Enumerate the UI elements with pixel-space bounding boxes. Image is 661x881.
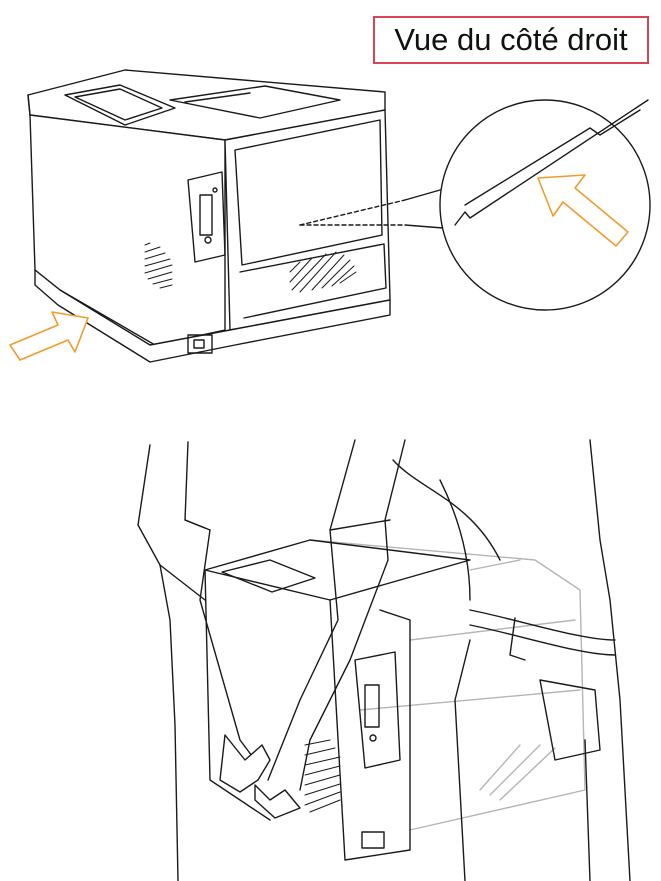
magnifier-icon <box>440 100 650 310</box>
arrow-icon <box>10 312 88 360</box>
magnifier-leader-lines <box>405 190 443 228</box>
person-illustration <box>138 440 630 881</box>
